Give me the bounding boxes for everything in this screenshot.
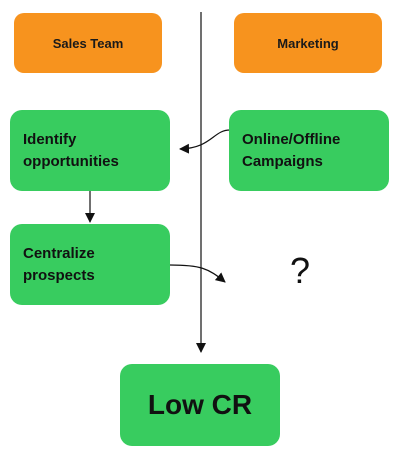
edge-centralize-to-unknown [169, 264, 226, 283]
low-cr-label: Low CR [147, 389, 253, 420]
edge-campaigns-to-identify [179, 129, 231, 154]
centralize-line-1: Centralize [23, 244, 95, 262]
campaigns-line-1: Online/Offline [242, 130, 341, 148]
low-cr-node: Low CR [120, 364, 280, 446]
marketing-label: Marketing [277, 35, 339, 51]
campaigns-node: Online/Offline Campaigns [229, 110, 389, 191]
identify-line-2: opportunities [23, 152, 119, 170]
marketing-lane-header: Marketing [234, 13, 382, 73]
unknown-outcome-question-mark: ? [290, 250, 311, 291]
centralize-line-2: prospects [23, 266, 95, 284]
sales-team-label: Sales Team [52, 35, 124, 51]
identify-opportunities-node: Identify opportunities [10, 110, 170, 191]
identify-line-1: Identify [23, 130, 77, 148]
sales-team-lane-header: Sales Team [14, 13, 162, 73]
centralize-prospects-node: Centralize prospects [10, 224, 170, 305]
campaigns-line-2: Campaigns [242, 152, 323, 170]
